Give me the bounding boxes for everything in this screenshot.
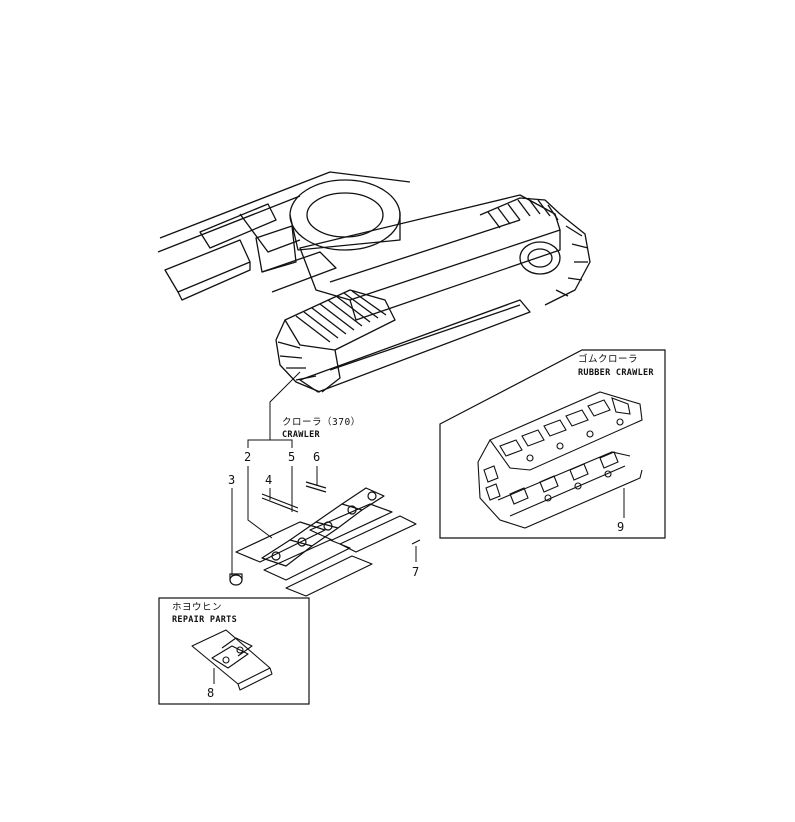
parts-bracket — [247, 439, 293, 448]
rubber-crawler-illustration — [477, 391, 643, 529]
track-chain-assembly — [229, 481, 421, 597]
rubber-crawler-label-en: RUBBER CRAWLER — [578, 368, 654, 378]
part-number-5: 5 — [288, 450, 295, 464]
crawler-label-en: CRAWLER — [282, 430, 321, 440]
rubber-crawler-label-jp: ゴムクローラ — [578, 353, 638, 365]
track-rear-grousers — [479, 197, 591, 306]
leader-line-crawler — [269, 371, 301, 440]
crawler-label-jp: クローラ（370） — [282, 416, 361, 428]
part-number-8: 8 — [207, 686, 214, 700]
part-number-4: 4 — [265, 473, 272, 487]
part-number-2: 2 — [244, 450, 251, 464]
part-number-9: 9 — [617, 520, 624, 534]
part-number-3: 3 — [228, 473, 235, 487]
rubber-crawler-panel: ゴムクローラ RUBBER CRAWLER — [439, 349, 666, 539]
repair-parts-panel: ホヨウヒン REPAIR PARTS 8 — [158, 597, 310, 705]
repair-parts-label-en: REPAIR PARTS — [172, 615, 237, 625]
part-number-7: 7 — [412, 565, 419, 579]
undercarriage-illustration — [157, 171, 591, 393]
part-leader-lines — [231, 466, 417, 576]
part-number-6: 6 — [313, 450, 320, 464]
repair-link-illustration — [191, 629, 273, 691]
track-front-grousers — [275, 289, 396, 393]
repair-parts-label-jp: ホヨウヒン — [172, 602, 222, 613]
